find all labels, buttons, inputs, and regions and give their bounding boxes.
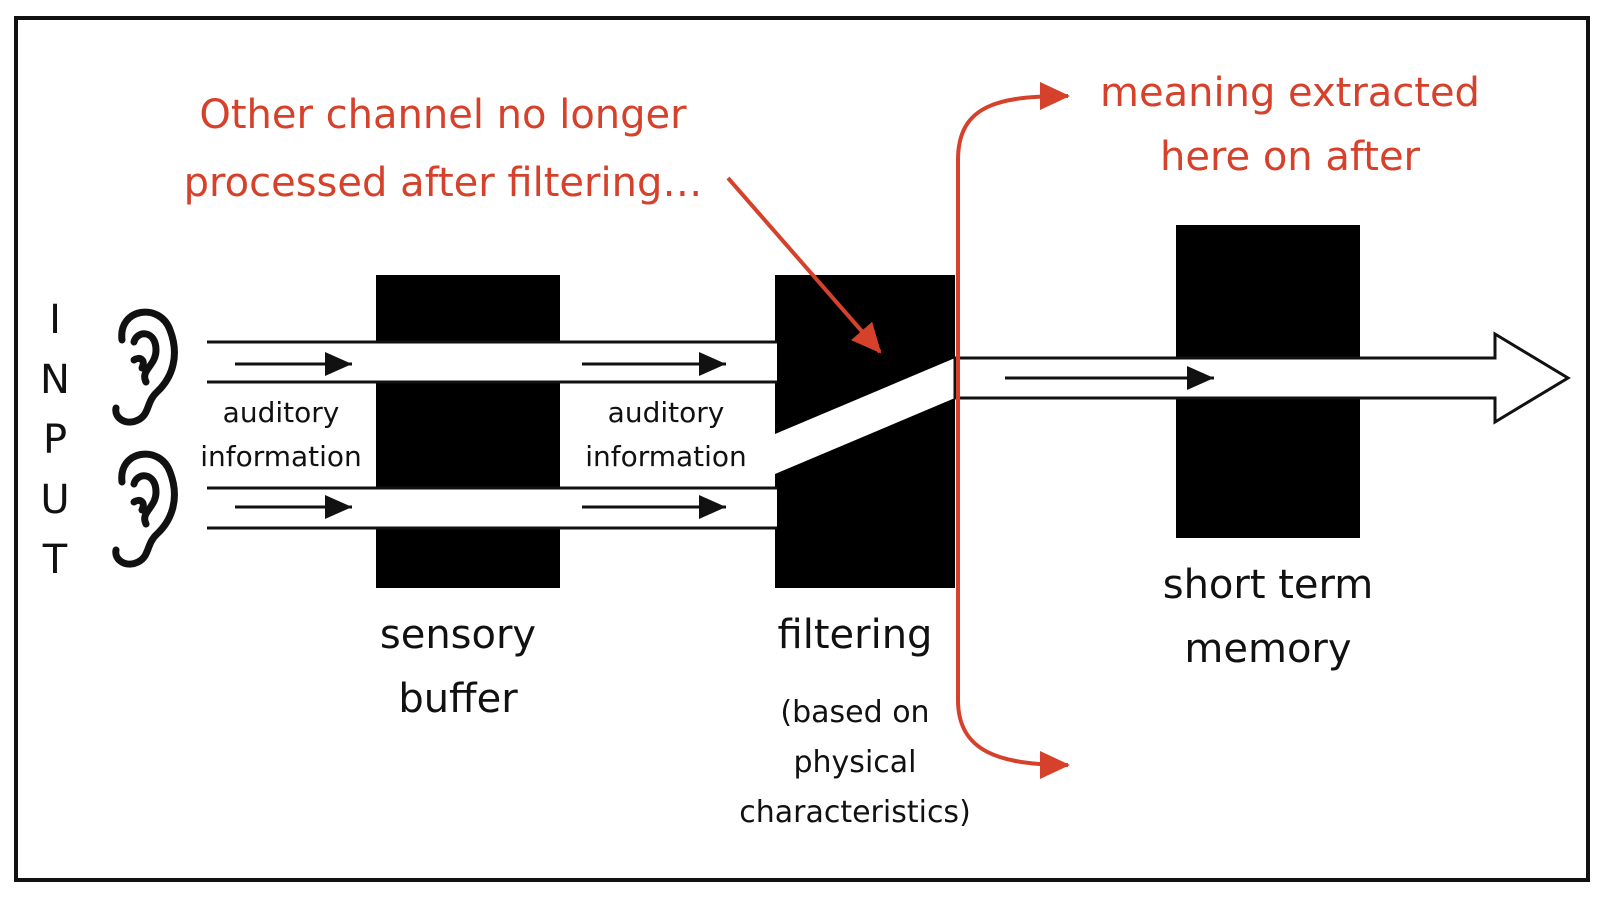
input-letter: T xyxy=(42,537,68,583)
ear-icon-bottom xyxy=(112,450,178,568)
svg-text:physical: physical xyxy=(794,745,917,780)
sensory-buffer-block xyxy=(376,275,560,588)
filter-selected-passage xyxy=(775,358,955,474)
short-term-memory-label: short term memory xyxy=(1163,562,1374,672)
svg-text:auditory: auditory xyxy=(608,396,725,429)
svg-text:sensory: sensory xyxy=(380,612,536,658)
svg-text:auditory: auditory xyxy=(223,396,340,429)
channel-2-pathway xyxy=(207,486,777,530)
svg-text:information: information xyxy=(585,440,747,473)
svg-text:here on after: here on after xyxy=(1160,134,1421,180)
meaning-boundary-bracket xyxy=(956,82,1070,779)
input-label: I N P U T xyxy=(40,297,70,583)
svg-text:meaning extracted: meaning extracted xyxy=(1100,70,1480,116)
svg-text:information: information xyxy=(200,440,362,473)
svg-text:short term: short term xyxy=(1163,562,1374,608)
filtering-label: filtering xyxy=(778,612,933,658)
other-channel-pointer-arrow xyxy=(726,176,882,354)
pathway-label-1: auditory information xyxy=(200,396,362,473)
sensory-buffer-label: sensory buffer xyxy=(380,612,536,722)
meaning-annotation: meaning extracted here on after xyxy=(1100,70,1480,180)
svg-text:memory: memory xyxy=(1184,626,1351,672)
svg-text:processed after filtering…: processed after filtering… xyxy=(184,160,703,206)
input-letter: N xyxy=(40,357,70,403)
pathway-label-2: auditory information xyxy=(585,396,747,473)
other-channel-annotation: Other channel no longer processed after … xyxy=(184,92,703,206)
svg-text:(based on: (based on xyxy=(780,695,929,730)
input-letter: U xyxy=(40,477,69,523)
input-letter: P xyxy=(43,417,67,463)
filtering-note: (based on physical characteristics) xyxy=(739,695,971,830)
channel-1-pathway xyxy=(207,340,777,384)
input-letter: I xyxy=(49,297,61,343)
svg-text:characteristics): characteristics) xyxy=(739,795,971,830)
ear-icon-top xyxy=(112,308,178,426)
svg-text:buffer: buffer xyxy=(398,676,518,722)
svg-text:Other channel no longer: Other channel no longer xyxy=(199,92,687,138)
